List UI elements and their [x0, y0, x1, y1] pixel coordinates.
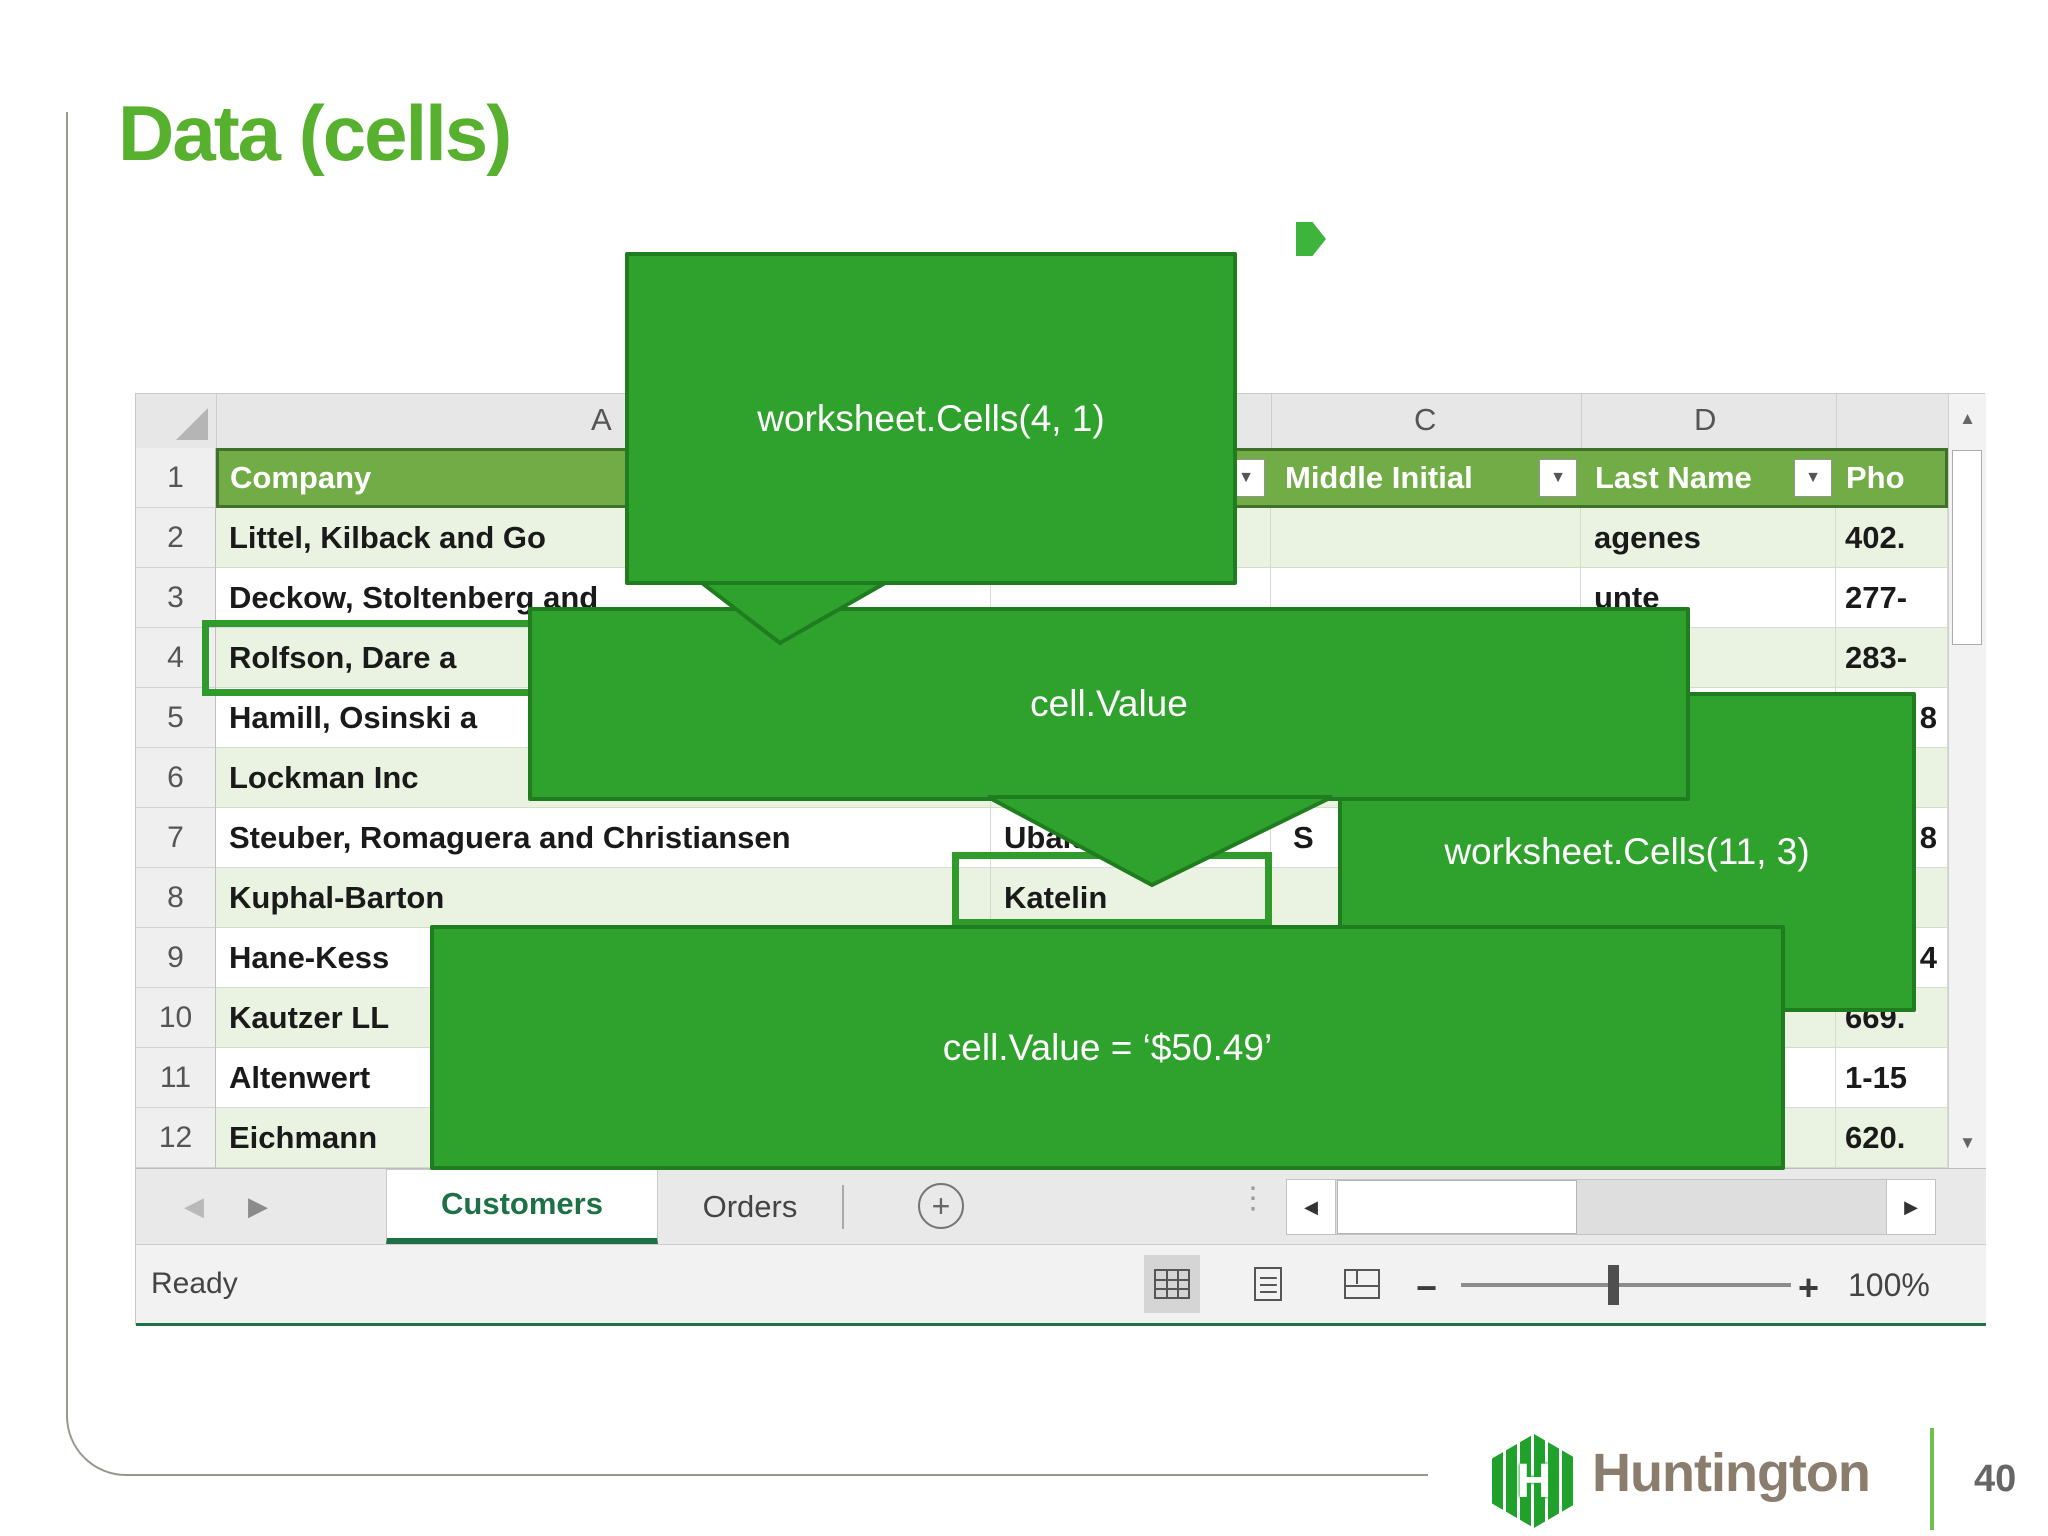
table-cell[interactable]: 620.: [1836, 1108, 1948, 1168]
table-cell[interactable]: [1271, 508, 1581, 568]
column-letter-c[interactable]: C: [1414, 402, 1437, 437]
row-number[interactable]: 2: [136, 508, 216, 568]
status-text: Ready: [151, 1267, 238, 1300]
grid-view-icon: [1154, 1269, 1190, 1299]
header-phone[interactable]: Pho: [1846, 460, 1905, 495]
page-number: 40: [1974, 1458, 2017, 1500]
vertical-scrollbar[interactable]: ▲ ▼: [1948, 394, 1986, 1168]
tab-customers[interactable]: Customers: [386, 1169, 658, 1244]
table-cell[interactable]: Kuphal-Barton: [216, 868, 991, 928]
status-bar: Ready − + 100%: [136, 1244, 1986, 1323]
column-letter-d[interactable]: D: [1694, 402, 1717, 437]
filter-dropdown-icon[interactable]: ▼: [1539, 459, 1577, 497]
table-cell[interactable]: 402.: [1836, 508, 1948, 568]
row-number[interactable]: 8: [136, 868, 216, 928]
horizontal-scrollbar-thumb[interactable]: [1337, 1180, 1577, 1234]
row-number[interactable]: 6: [136, 748, 216, 808]
callout-cell-value-tail: [987, 795, 1333, 888]
column-letter-a[interactable]: A: [591, 402, 612, 437]
sheet-tab-bar: ◀ ▶ Customers Orders + ⋮ ◀ ▶: [136, 1168, 1986, 1244]
page-break-view-button[interactable]: [1334, 1255, 1390, 1313]
row-number[interactable]: 11: [136, 1048, 216, 1108]
row-number[interactable]: 7: [136, 808, 216, 868]
scroll-right-icon[interactable]: ▶: [1886, 1180, 1935, 1234]
huntington-logo-icon: H: [1492, 1434, 1576, 1528]
slide-border: [66, 112, 1428, 1476]
zoom-level[interactable]: 100%: [1848, 1267, 1930, 1303]
row-number[interactable]: 9: [136, 928, 216, 988]
vertical-scrollbar-thumb[interactable]: [1952, 450, 1982, 645]
add-sheet-button[interactable]: +: [918, 1183, 964, 1229]
header-middle-initial[interactable]: Middle Initial ▼: [1271, 448, 1581, 508]
more-dots-icon[interactable]: ⋮: [1238, 1182, 1268, 1215]
page-layout-icon: [1254, 1267, 1282, 1301]
row-number[interactable]: 12: [136, 1108, 216, 1168]
zoom-out-button[interactable]: −: [1416, 1267, 1438, 1308]
page-layout-view-button[interactable]: [1240, 1255, 1296, 1313]
next-sheet-icon[interactable]: ▶: [248, 1191, 268, 1221]
page-break-icon: [1344, 1269, 1380, 1299]
callout-worksheet-cells-4-1-tail: [696, 581, 893, 646]
brand-name: Huntington: [1592, 1443, 1871, 1503]
tab-orders[interactable]: Orders: [702, 1188, 798, 1224]
horizontal-scrollbar[interactable]: ◀ ▶: [1286, 1179, 1936, 1235]
table-cell[interactable]: 1-15: [1836, 1048, 1948, 1108]
table-cell[interactable]: 283-: [1836, 628, 1948, 688]
window-bottom-edge: [136, 1323, 1986, 1326]
scroll-down-icon[interactable]: ▼: [1949, 1118, 1986, 1168]
filter-dropdown-icon[interactable]: ▼: [1794, 459, 1832, 497]
row-number[interactable]: 1: [136, 448, 216, 508]
callout-cell-value-assign: cell.Value = ‘$50.49’: [430, 925, 1785, 1170]
scroll-left-icon[interactable]: ◀: [1287, 1180, 1336, 1234]
callout-worksheet-cells-4-1: worksheet.Cells(4, 1): [625, 252, 1237, 585]
zoom-slider[interactable]: [1461, 1283, 1791, 1287]
prev-sheet-icon[interactable]: ◀: [184, 1191, 204, 1221]
row-number[interactable]: 10: [136, 988, 216, 1048]
row-number[interactable]: 3: [136, 568, 216, 628]
select-all-icon[interactable]: [176, 408, 208, 440]
header-last-name[interactable]: Last Name ▼: [1581, 448, 1836, 508]
table-cell[interactable]: 277-: [1836, 568, 1948, 628]
callout-cell-value: cell.Value: [528, 607, 1690, 801]
table-cell[interactable]: agenes: [1581, 508, 1836, 568]
row-number[interactable]: 5: [136, 688, 216, 748]
page-title: Data (cells): [118, 89, 512, 177]
brand-divider: [1930, 1428, 1934, 1530]
normal-view-button[interactable]: [1144, 1255, 1200, 1313]
scroll-up-icon[interactable]: ▲: [1949, 394, 1986, 444]
table-cell[interactable]: Steuber, Romaguera and Christiansen: [216, 808, 991, 868]
zoom-slider-handle[interactable]: [1608, 1265, 1619, 1305]
zoom-in-button[interactable]: +: [1798, 1267, 1820, 1308]
